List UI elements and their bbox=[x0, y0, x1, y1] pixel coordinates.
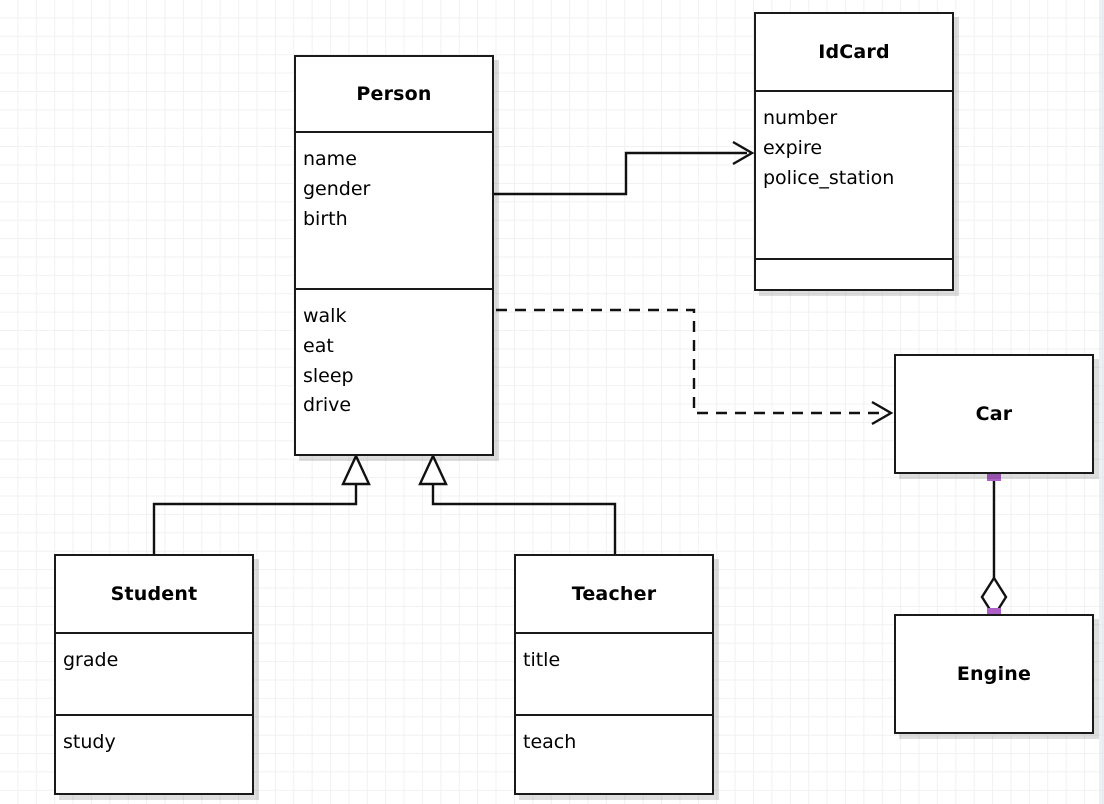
class-title-text: Car bbox=[975, 403, 1013, 425]
class-name-teacher: Teacher bbox=[516, 556, 712, 632]
operation-item: sleep bbox=[303, 364, 354, 387]
class-title-text: Person bbox=[356, 83, 432, 105]
attribute-item: number bbox=[763, 107, 838, 129]
association-person-idcard[interactable] bbox=[494, 140, 755, 196]
class-title-text: IdCard bbox=[818, 41, 890, 63]
generalization-student-person[interactable] bbox=[152, 453, 371, 554]
canvas-right-gutter bbox=[1099, 0, 1104, 804]
class-operations-person: walk eat sleep drive bbox=[296, 288, 492, 454]
class-box-person[interactable]: Person name gender birth walk eat sleep … bbox=[294, 55, 494, 456]
class-attributes-idcard: number expire police_station bbox=[756, 90, 952, 258]
class-attributes-person: name gender birth bbox=[296, 131, 492, 288]
attribute-item: birth bbox=[303, 207, 348, 230]
attribute-item: name bbox=[303, 148, 357, 170]
operation-item: drive bbox=[303, 394, 352, 417]
generalization-teacher-person[interactable] bbox=[418, 453, 617, 554]
attribute-item: gender bbox=[303, 177, 371, 200]
attribute-item: title bbox=[523, 649, 561, 671]
class-name-person: Person bbox=[296, 57, 492, 131]
class-name-engine: Engine bbox=[896, 616, 1092, 732]
operation-item: eat bbox=[303, 334, 334, 357]
class-operations-teacher: teach bbox=[516, 714, 712, 795]
dependency-person-car[interactable] bbox=[496, 308, 894, 426]
attribute-item: grade bbox=[63, 649, 119, 671]
class-name-car: Car bbox=[896, 356, 1092, 472]
operation-item: walk bbox=[303, 305, 347, 327]
class-operations-idcard bbox=[756, 258, 952, 289]
aggregation-car-engine[interactable] bbox=[980, 467, 1008, 622]
class-box-student[interactable]: Student grade study bbox=[54, 554, 254, 795]
class-box-idcard[interactable]: IdCard number expire police_station bbox=[754, 12, 954, 291]
attribute-item: expire bbox=[763, 136, 823, 159]
class-title-text: Engine bbox=[956, 663, 1032, 685]
class-operations-student: study bbox=[56, 714, 252, 795]
attribute-item: police_station bbox=[763, 166, 895, 189]
class-title-text: Student bbox=[110, 583, 198, 605]
class-box-teacher[interactable]: Teacher title teach bbox=[514, 554, 714, 795]
class-box-car[interactable]: Car bbox=[894, 354, 1094, 474]
class-box-engine[interactable]: Engine bbox=[894, 614, 1094, 734]
class-name-student: Student bbox=[56, 556, 252, 632]
operation-item: teach bbox=[523, 731, 577, 753]
operation-item: study bbox=[63, 731, 116, 753]
class-name-idcard: IdCard bbox=[756, 14, 952, 90]
class-attributes-student: grade bbox=[56, 632, 252, 714]
class-title-text: Teacher bbox=[571, 583, 657, 605]
class-attributes-teacher: title bbox=[516, 632, 712, 714]
